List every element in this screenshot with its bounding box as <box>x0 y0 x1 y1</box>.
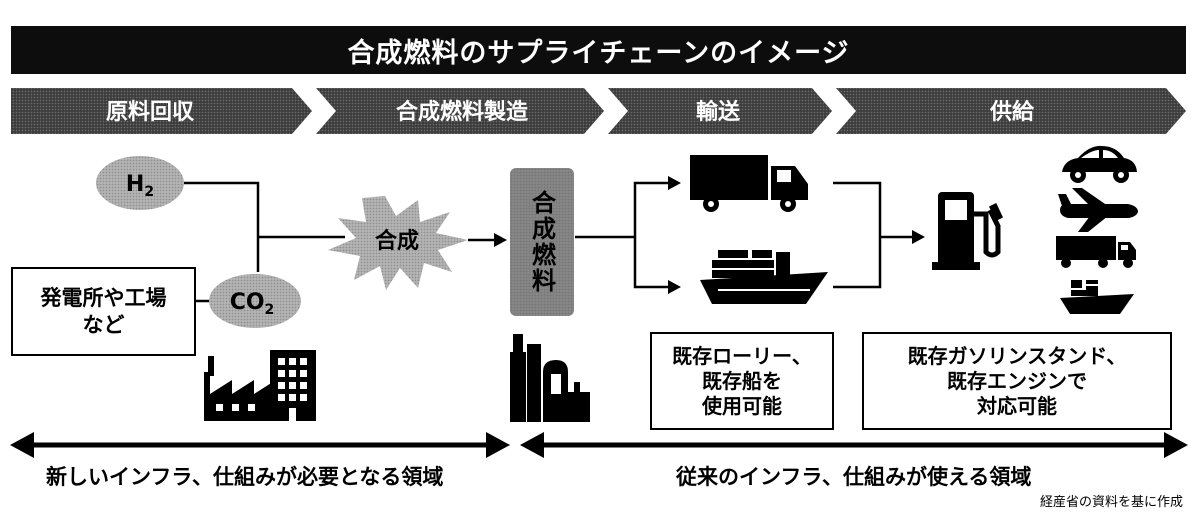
cargo-ship-icon <box>1060 280 1134 314</box>
arrowhead-supply <box>912 230 925 244</box>
source-box: 発電所や工場 など <box>11 267 196 356</box>
svg-text:CO2: CO2 <box>230 290 275 318</box>
transport-note-line1: 既存ローリー、 <box>672 343 812 368</box>
supply-note-line2: 既存エンジンで <box>947 368 1087 393</box>
supply-note-box: 既存ガソリンスタンド、 既存エンジンで 対応可能 <box>862 332 1172 430</box>
supply-note-line3: 対応可能 <box>977 393 1057 418</box>
arrowhead-truck <box>668 176 681 190</box>
stage-banner-4 <box>836 88 1186 134</box>
new-infrastructure-label: 新しいインフラ、仕組みが必要となる領域 <box>46 465 444 489</box>
gas-pump-icon <box>932 192 1004 270</box>
transport-branches <box>575 181 668 289</box>
car-icon <box>1062 145 1137 183</box>
source-box-line2: など <box>82 312 125 337</box>
existing-infrastructure-label: 従来のインフラ、仕組みが使える領域 <box>676 465 1032 489</box>
plant-icon <box>510 334 590 422</box>
transport-note-line3: 使用可能 <box>702 393 782 418</box>
co2-bubble: CO2 <box>209 274 301 328</box>
synthetic-fuel-product: 合成燃料 <box>510 168 574 316</box>
stage-banner-2 <box>316 88 604 134</box>
transport-note-line2: 既存船を <box>702 368 782 393</box>
stage-label-4: 供給 <box>989 99 1035 125</box>
cargo-truck-icon <box>1056 236 1136 268</box>
h2-bubble: H2 <box>96 156 184 210</box>
co2-symbol: CO <box>230 290 265 315</box>
synthesis-burst: 合成 <box>328 196 468 290</box>
source-note: 経産省の資料を基に作成 <box>1039 495 1183 510</box>
stage-label-3: 輸送 <box>696 99 740 125</box>
stage-banner-3 <box>608 88 832 134</box>
input-connectors <box>184 181 345 303</box>
diagram-title: 合成燃料のサプライチェーンのイメージ <box>11 26 1186 74</box>
truck-icon <box>690 155 808 212</box>
svg-text:H2: H2 <box>126 172 154 200</box>
factory-icon <box>204 350 316 421</box>
supply-merge <box>833 181 912 289</box>
synthesis-label: 合成 <box>375 228 419 254</box>
arrowhead-ship <box>668 280 681 294</box>
arrow-to-product <box>468 233 507 247</box>
source-box-line1: 発電所や工場 <box>40 286 167 311</box>
h2-subscript: 2 <box>144 184 154 200</box>
airplane-icon <box>1058 188 1138 232</box>
stage-banner-1 <box>11 88 312 134</box>
stage-label-2: 合成燃料製造 <box>396 99 528 125</box>
arrow-new-infrastructure <box>10 432 510 458</box>
co2-subscript: 2 <box>265 302 275 318</box>
supply-note-line1: 既存ガソリンスタンド、 <box>907 343 1127 368</box>
arrow-existing-infrastructure <box>520 432 1188 458</box>
h2-symbol: H <box>126 172 144 197</box>
stage-label-1: 原料回収 <box>106 100 195 125</box>
transport-note-box: 既存ローリー、 既存船を 使用可能 <box>650 332 834 430</box>
ship-icon <box>700 250 828 304</box>
